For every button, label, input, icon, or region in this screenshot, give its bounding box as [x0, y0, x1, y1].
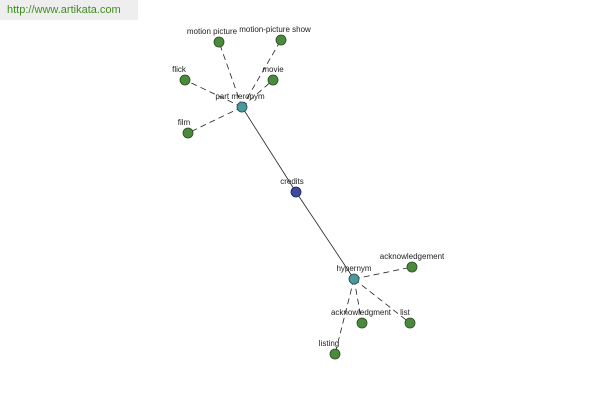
- node-label: list: [400, 308, 411, 317]
- node-label: part meronym: [215, 92, 265, 101]
- edge-hypernym-list: [353, 278, 411, 324]
- relation-node-marker[interactable]: [236, 101, 248, 113]
- node-acknowledgment[interactable]: acknowledgment: [331, 308, 392, 329]
- node-label: listing: [319, 339, 339, 348]
- node-label: motion-picture show: [239, 25, 311, 34]
- leaf-node-marker[interactable]: [182, 127, 194, 139]
- node-label: hypernym: [336, 264, 371, 273]
- edge-part-meronym-motion-picture: [218, 41, 243, 108]
- node-listing[interactable]: listing: [319, 339, 341, 360]
- edge-part-meronym-flick: [184, 79, 243, 108]
- node-motion-picture[interactable]: motion picture: [187, 27, 238, 48]
- leaf-node-marker[interactable]: [275, 34, 287, 46]
- edge-center-part-meronym: [241, 106, 297, 193]
- node-label: movie: [262, 65, 284, 74]
- node-list[interactable]: list: [400, 308, 416, 329]
- source-link[interactable]: http://www.artikata.com: [0, 0, 138, 20]
- node-label: motion picture: [187, 27, 238, 36]
- node-movie[interactable]: movie: [262, 65, 284, 86]
- node-hypernym[interactable]: hypernym: [336, 264, 372, 285]
- node-acknowledgement[interactable]: acknowledgement: [380, 252, 445, 273]
- node-label: flick: [172, 65, 187, 74]
- graph-edges: [184, 39, 413, 355]
- edge-part-meronym-film: [187, 106, 243, 134]
- node-credits[interactable]: credits: [280, 177, 304, 198]
- leaf-node-marker[interactable]: [356, 317, 368, 329]
- graph-nodes: motion picture motion-picture show flick…: [172, 25, 445, 360]
- center-node-marker[interactable]: [290, 186, 302, 198]
- node-label: acknowledgement: [380, 252, 445, 261]
- node-motion-picture-show[interactable]: motion-picture show: [239, 25, 311, 46]
- leaf-node-marker[interactable]: [404, 317, 416, 329]
- node-flick[interactable]: flick: [172, 65, 191, 86]
- leaf-node-marker[interactable]: [179, 74, 191, 86]
- leaf-node-marker[interactable]: [406, 261, 418, 273]
- node-label: film: [178, 118, 191, 127]
- leaf-node-marker[interactable]: [213, 36, 225, 48]
- edge-part-meronym-movie: [241, 79, 274, 108]
- edge-center-hypernym: [295, 191, 355, 280]
- node-label: acknowledgment: [331, 308, 392, 317]
- node-part-meronym[interactable]: part meronym: [215, 92, 265, 113]
- edge-hypernym-listing: [334, 278, 355, 355]
- edge-part-meronym-motion-picture-show: [241, 39, 282, 108]
- node-label: credits: [280, 177, 304, 186]
- leaf-node-marker[interactable]: [267, 74, 279, 86]
- node-film[interactable]: film: [178, 118, 194, 139]
- relation-node-marker[interactable]: [348, 273, 360, 285]
- edge-hypernym-acknowledgment: [353, 278, 363, 324]
- leaf-node-marker[interactable]: [329, 348, 341, 360]
